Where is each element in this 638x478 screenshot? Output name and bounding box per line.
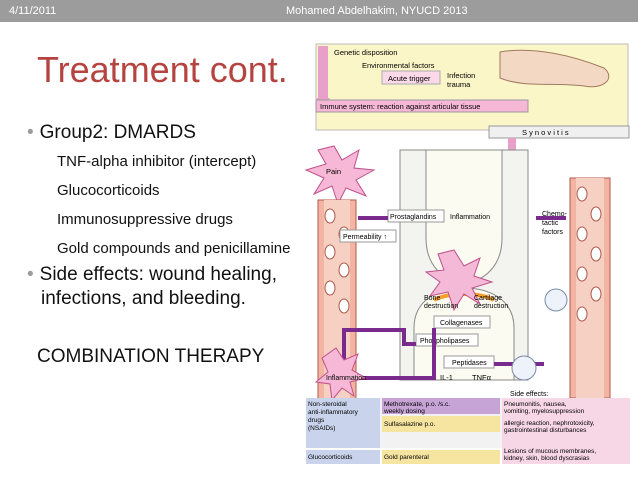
label-bone: Bone [424, 295, 440, 302]
label-pain: Pain [326, 167, 341, 176]
sub-item-gold: Gold compounds and penicillamine [57, 240, 291, 257]
combination-therapy: COMBINATION THERAPY [37, 346, 265, 367]
svg-text:drugs: drugs [308, 417, 325, 424]
slide-date: 4/11/2011 [9, 5, 57, 17]
synovitis-bar [488, 125, 630, 139]
label-bone-destruction: destruction [424, 303, 458, 310]
label-collagenases: Collagenases [440, 320, 483, 327]
label-chemo1: Chemo- [542, 211, 568, 218]
drug-table: Non-steroidal anti-inflammatory drugs (N… [306, 398, 630, 464]
sub-item-tnf: TNF-alpha inhibitor (intercept) [57, 153, 257, 170]
label-immune: Immune system: reaction against articula… [320, 102, 480, 111]
label-permeability: Permeability ↑ [343, 234, 387, 241]
table-cell-methotrexate: Methotrexate, p.o. /s.c. [384, 401, 450, 408]
label-cartilage: Cartilage [474, 295, 502, 302]
label-chemo3: factors [542, 229, 564, 236]
cell-icon [511, 355, 537, 381]
label-prostaglandins: Prostaglandins [390, 214, 437, 221]
label-il1: IL-1 [440, 373, 453, 382]
svg-text:gastrointestinal disturbances: gastrointestinal disturbances [504, 427, 587, 434]
svg-text:vomiting, myelosuppression: vomiting, myelosuppression [504, 408, 585, 415]
label-inflammation-bottom: Inflammation [326, 375, 366, 382]
svg-text:kidney, skin, blood dyscrasias: kidney, skin, blood dyscrasias [504, 455, 590, 462]
svg-text:weekly dosing: weekly dosing [383, 408, 425, 415]
label-acute-trigger: Acute trigger [388, 74, 431, 83]
table-cell-sulfasalazine: Sulfasalazine p.o. [384, 421, 436, 428]
label-cartilage-destruction: destruction [474, 303, 508, 310]
inflammation-burst-bottom [314, 347, 368, 402]
label-trauma: trauma [447, 80, 471, 89]
slide-title: Treatment cont. [37, 49, 288, 90]
slide-author: Mohamed Abdelhakim, NYUCD 2013 [286, 5, 468, 17]
label-infection: Infection [447, 71, 475, 80]
svg-text:anti-inflammatory: anti-inflammatory [308, 409, 359, 416]
table-cell-pneumonitis: Pneumonitis, nausea, [504, 401, 567, 408]
label-inflammation: Inflammation [450, 214, 490, 221]
arrow-stem-icon [318, 46, 328, 98]
label-side-effects: Side effects: [510, 391, 548, 398]
hand-illustration [499, 49, 610, 88]
label-environmental: Environmental factors [362, 61, 435, 70]
table-cell-gold: Gold parenteral [384, 454, 429, 461]
pain-burst [304, 145, 376, 206]
table-cell-glucocorticoids: Glucocorticoids [308, 454, 353, 461]
table-cell-nsaid: Non-steroidal [308, 401, 347, 408]
immune-bar [315, 99, 529, 113]
table-cell-allergic: allergic reaction, nephrotoxicity, [504, 420, 595, 427]
ra-pathogenesis-figure: Genetic disposition Environmental factor… [304, 43, 630, 464]
label-genetic: Genetic disposition [334, 48, 397, 57]
label-tnf: TNFα [472, 373, 492, 382]
table-cell-lesions: Lesions of mucous membranes, [504, 448, 596, 455]
bullet-group2: •Group2: DMARDS [27, 122, 196, 143]
bullet-side-effects: •Side effects: wound healing, infections… [27, 264, 277, 309]
cell-icon [544, 288, 568, 312]
label-phospholipases: Phospholipases [420, 338, 470, 345]
inflammation-burst [424, 249, 494, 312]
slide-header: 4/11/2011 Mohamed Abdelhakim, NYUCD 2013 [0, 0, 638, 22]
label-synovitis: S y n o v i t i s [522, 128, 569, 137]
label-chemo2: tactic [542, 220, 559, 227]
sub-item-glucocorticoids: Glucocorticoids [57, 182, 160, 199]
svg-text:(NSAIDs): (NSAIDs) [308, 425, 335, 432]
label-peptidases: Peptidases [452, 360, 487, 367]
sub-item-immunosuppressive: Immunosuppressive drugs [57, 211, 233, 228]
